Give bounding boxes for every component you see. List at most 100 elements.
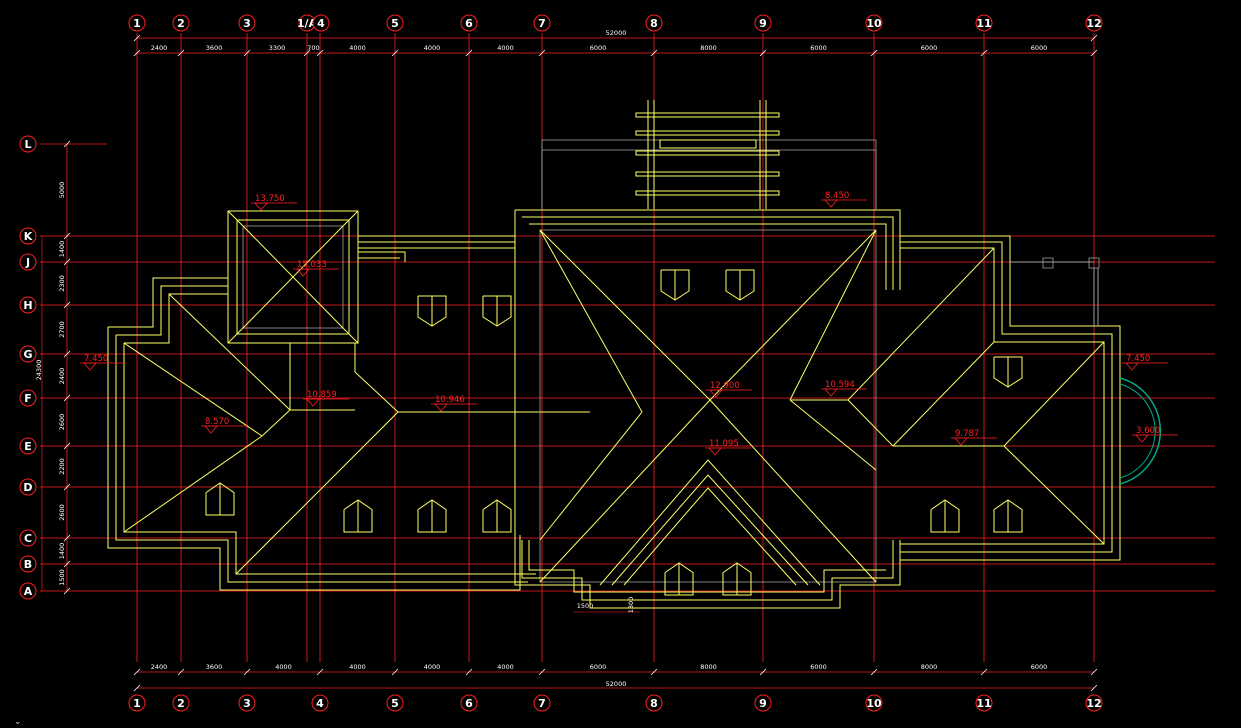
elevation-triangle <box>254 202 268 211</box>
grid-bubble-col-bottom: 2 <box>172 694 190 712</box>
south-gable-outer <box>599 459 821 586</box>
elevation-label: 7.450 <box>84 354 108 364</box>
grid-bubble-label: 8 <box>650 697 658 710</box>
dim-label: 6000 <box>590 44 607 52</box>
grid-bubble-label: 12 <box>1086 697 1101 710</box>
grid-bubble-label: E <box>24 440 32 453</box>
tower-hip <box>242 225 344 329</box>
west-hip <box>235 411 399 575</box>
grid-bubble-row: J <box>19 253 37 271</box>
elevation-triangle <box>204 425 218 434</box>
west-hip <box>123 342 263 437</box>
grid-bubble-col-top: 6 <box>460 14 478 32</box>
elevation-marker: 11.095 <box>705 439 751 456</box>
dim-label: 3300 <box>269 44 286 52</box>
elevation-label: 12.900 <box>710 381 740 391</box>
central-hip <box>709 229 877 401</box>
grid-bubble-label: K <box>24 230 33 243</box>
grid-bubble-col-top: 11 <box>975 14 993 32</box>
central-hip <box>539 229 643 413</box>
elevation-marker: 13.750 <box>251 194 297 211</box>
grid-bubble-circle <box>754 14 772 32</box>
central-eave-s <box>514 290 901 609</box>
west-eave-inner <box>124 293 228 344</box>
grid-bubble-label: 8 <box>650 17 658 30</box>
dim-tick <box>133 684 141 692</box>
elevation-triangle <box>709 389 723 398</box>
skylight-panel <box>659 139 757 149</box>
dim-tick <box>177 49 185 57</box>
left-dim-label: 2300 <box>58 275 66 292</box>
dormer-outline <box>722 562 752 596</box>
grid-bubble-col-top: 5 <box>386 14 404 32</box>
grid-bubble-col-top: 3 <box>238 14 256 32</box>
elevation-marker: 7.450 <box>1122 354 1168 371</box>
left-dim-label: 2200 <box>58 458 66 475</box>
grid-bubble-circle <box>128 14 146 32</box>
grid-bubble-circle <box>865 694 883 712</box>
tower-mid <box>236 219 350 335</box>
skylight-bar <box>635 171 780 177</box>
grid-bubble-circle <box>19 253 37 271</box>
grid-bubble-label: 7 <box>538 697 546 710</box>
central-hip <box>539 411 643 541</box>
grid-bubble-label: 1 <box>133 17 141 30</box>
grid-bubble-label: 5 <box>391 17 399 30</box>
grid-bubble-circle <box>19 135 37 153</box>
dim-tick <box>63 140 71 148</box>
central-wall <box>539 229 877 583</box>
grid-bubble-label: G <box>23 348 32 361</box>
grid-bubble-label: 2 <box>177 697 185 710</box>
elevation-marker: 10.946 <box>431 395 477 412</box>
dim-tick <box>63 350 71 358</box>
dim-label: 4000 <box>349 663 366 671</box>
grid-bubble-label: 4 <box>316 697 324 710</box>
central-hip <box>539 399 711 583</box>
dim-tick <box>133 34 141 42</box>
dim-tick <box>1090 34 1098 42</box>
elevation-label: 11.095 <box>709 439 739 449</box>
dormer <box>660 269 690 301</box>
dormer-outline <box>482 499 512 533</box>
grid-bubble-label: 12 <box>1086 17 1101 30</box>
dim-label: 6000 <box>921 44 938 52</box>
grid-bubble-label: 1 <box>133 697 141 710</box>
dim-tick <box>316 49 324 57</box>
dim-tick <box>980 49 988 57</box>
roof-plan <box>107 100 1162 609</box>
dim-label: 4000 <box>424 663 441 671</box>
south-gable-mid <box>611 474 809 586</box>
dim-tick <box>63 232 71 240</box>
dim-label: 6000 <box>1031 44 1048 52</box>
grid-bubble-circle <box>460 694 478 712</box>
grid-bubble-circle <box>19 582 37 600</box>
grid-bubble-label: 10 <box>866 17 882 30</box>
elevation-triangle <box>824 388 838 397</box>
local-dim-label: 1300 <box>627 597 635 614</box>
dim-tick <box>650 49 658 57</box>
elevation-triangle <box>306 398 320 407</box>
grid-bubble-col-bottom: 12 <box>1085 694 1103 712</box>
elevation-marker: 3.600 <box>1132 426 1178 443</box>
grid-bubble-circle <box>754 694 772 712</box>
left-dim-label: 2600 <box>58 504 66 521</box>
dim-label: 4000 <box>424 44 441 52</box>
grid-bubble-circle <box>1085 694 1103 712</box>
grid-bubble-col-bottom: 4 <box>311 694 329 712</box>
grid-bubble-row: F <box>19 389 37 407</box>
dim-label: 2400 <box>151 44 168 52</box>
dormer <box>722 562 752 596</box>
grid-bubble-circle <box>238 14 256 32</box>
grid-bubble-circle <box>386 694 404 712</box>
central-eave-s2 <box>521 540 894 601</box>
tower-outer <box>227 210 359 344</box>
grid-bubble-circle <box>172 694 190 712</box>
dim-tick <box>980 668 988 676</box>
dim-label: 8000 <box>700 44 717 52</box>
dormer <box>930 499 960 533</box>
west-hip <box>168 293 291 411</box>
dim-tick <box>63 587 71 595</box>
grid-bubble-col-bottom: 8 <box>645 694 663 712</box>
